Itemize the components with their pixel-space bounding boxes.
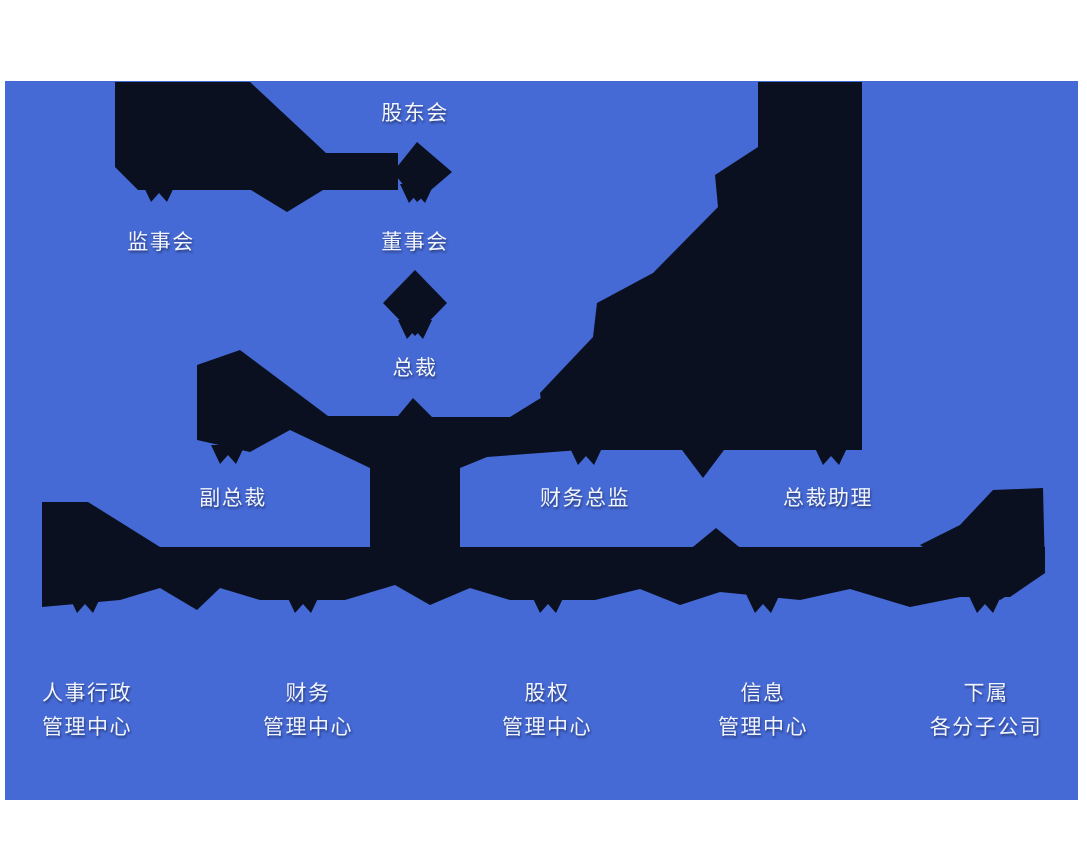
node-info-center-line1: 信息 bbox=[740, 681, 786, 705]
node-subsidiaries-line2: 各分子公司 bbox=[929, 715, 1043, 739]
node-vice-president: 副总裁 bbox=[199, 486, 267, 510]
arrow-to-finance-director bbox=[569, 446, 603, 465]
node-finance-center-line1: 财务 bbox=[285, 681, 331, 705]
node-directors: 董事会 bbox=[381, 230, 449, 254]
node-president-assistant: 总裁助理 bbox=[783, 486, 873, 510]
org-chart-panel: 股东会 监事会 董事会 总裁 副总裁 财务总监 总裁助理 人事行政 管理中心 财… bbox=[5, 81, 1078, 800]
node-equity-center: 股权 管理中心 bbox=[502, 676, 592, 744]
node-president: 总裁 bbox=[392, 356, 438, 380]
arrow-to-directors bbox=[400, 184, 434, 203]
arrow-to-supervisors bbox=[142, 183, 176, 202]
node-equity-center-line2: 管理中心 bbox=[502, 715, 592, 739]
arrow-to-hr-admin-center bbox=[68, 594, 102, 613]
node-subsidiaries: 下属 各分子公司 bbox=[930, 676, 1043, 744]
node-subsidiaries-line1: 下属 bbox=[963, 681, 1009, 705]
node-equity-center-line1: 股权 bbox=[524, 681, 570, 705]
connector-president-spread bbox=[197, 350, 580, 550]
node-hr-admin-center-line2: 管理中心 bbox=[42, 715, 132, 739]
node-info-center: 信息 管理中心 bbox=[718, 676, 808, 744]
node-finance-center-line2: 管理中心 bbox=[263, 715, 353, 739]
node-finance-center: 财务 管理中心 bbox=[263, 676, 353, 744]
node-info-center-line2: 管理中心 bbox=[718, 715, 808, 739]
node-supervisors: 监事会 bbox=[127, 230, 195, 254]
arrow-to-subsidiaries bbox=[968, 594, 1002, 613]
band-top-peak bbox=[688, 528, 744, 551]
connector-shapes bbox=[42, 82, 1045, 613]
node-shareholders: 股东会 bbox=[381, 101, 449, 125]
connector-left-diagonal bbox=[42, 502, 160, 547]
arrow-to-vice-president bbox=[211, 445, 245, 464]
node-hr-admin-center: 人事行政 管理中心 bbox=[42, 676, 132, 744]
wedge-v-tip bbox=[682, 450, 724, 478]
arrow-to-president bbox=[398, 320, 432, 339]
arrow-to-president-assistant bbox=[814, 446, 848, 465]
arrow-to-info-center bbox=[746, 594, 780, 613]
arrow-to-equity-center bbox=[531, 594, 565, 613]
connector-right-wedge bbox=[540, 82, 862, 450]
node-hr-admin-center-line1: 人事行政 bbox=[42, 681, 132, 705]
connector-top-left-blob bbox=[115, 82, 398, 212]
diamond-arrow-president bbox=[383, 270, 447, 336]
arrow-to-finance-center bbox=[286, 594, 320, 613]
node-finance-director: 财务总监 bbox=[540, 486, 630, 510]
